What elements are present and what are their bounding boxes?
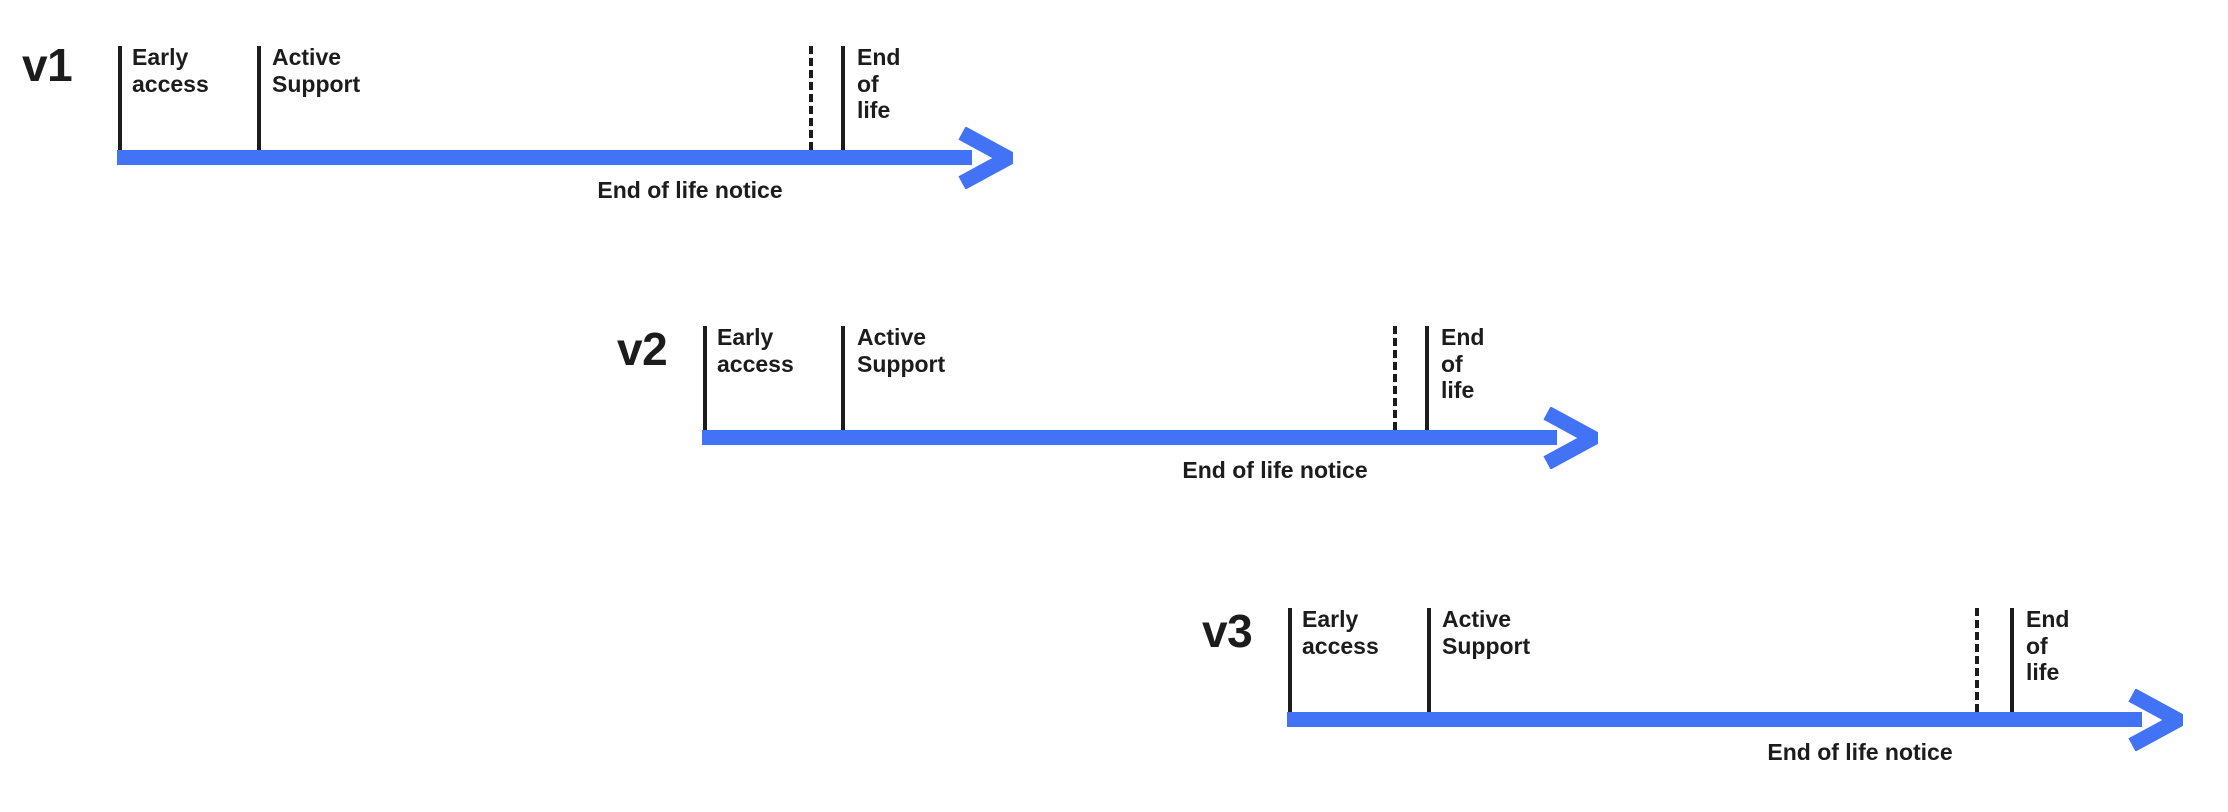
phase-label-v3-1: Early access bbox=[1302, 606, 1379, 659]
timeline-arrow-head-v2 bbox=[1543, 405, 1609, 470]
phase-label-v1-3: End of life bbox=[857, 44, 901, 124]
phase-label-v2-2: Active Support bbox=[857, 324, 946, 377]
phase-label-v2-3: End of life bbox=[1441, 324, 1485, 404]
phase-label-v1-2: Active Support bbox=[272, 44, 361, 97]
timeline-arrow-head-v1 bbox=[958, 125, 1024, 190]
phase-divider-v3-1 bbox=[1288, 608, 1292, 712]
timeline-bar-v3 bbox=[1287, 712, 2142, 727]
eol-notice-divider-v1 bbox=[809, 46, 813, 150]
phase-divider-v1-3 bbox=[841, 46, 845, 150]
timeline-bar-v2 bbox=[702, 430, 1557, 445]
phase-label-v3-3: End of life bbox=[2026, 606, 2070, 686]
eol-notice-divider-v3 bbox=[1975, 608, 1979, 712]
eol-notice-divider-v2 bbox=[1393, 326, 1397, 430]
phase-label-v3-2: Active Support bbox=[1442, 606, 1531, 659]
timeline-arrow-head-v3 bbox=[2128, 687, 2194, 752]
timeline-bar-v1 bbox=[117, 150, 972, 165]
phase-label-v1-1: Early access bbox=[132, 44, 209, 97]
eol-notice-label-v2: End of life notice bbox=[1182, 457, 1368, 483]
phase-divider-v2-3 bbox=[1425, 326, 1429, 430]
phase-label-v2-1: Early access bbox=[717, 324, 794, 377]
phase-divider-v2-1 bbox=[703, 326, 707, 430]
version-label-v1: v1 bbox=[22, 39, 73, 91]
eol-notice-label-v1: End of life notice bbox=[597, 177, 783, 203]
phase-divider-v3-3 bbox=[2010, 608, 2014, 712]
phase-divider-v3-2 bbox=[1427, 608, 1431, 712]
phase-divider-v1-1 bbox=[118, 46, 122, 150]
version-label-v2: v2 bbox=[617, 323, 668, 375]
eol-notice-label-v3: End of life notice bbox=[1767, 739, 1953, 765]
phase-divider-v1-2 bbox=[257, 46, 261, 150]
phase-divider-v2-2 bbox=[841, 326, 845, 430]
version-label-v3: v3 bbox=[1202, 605, 1253, 657]
